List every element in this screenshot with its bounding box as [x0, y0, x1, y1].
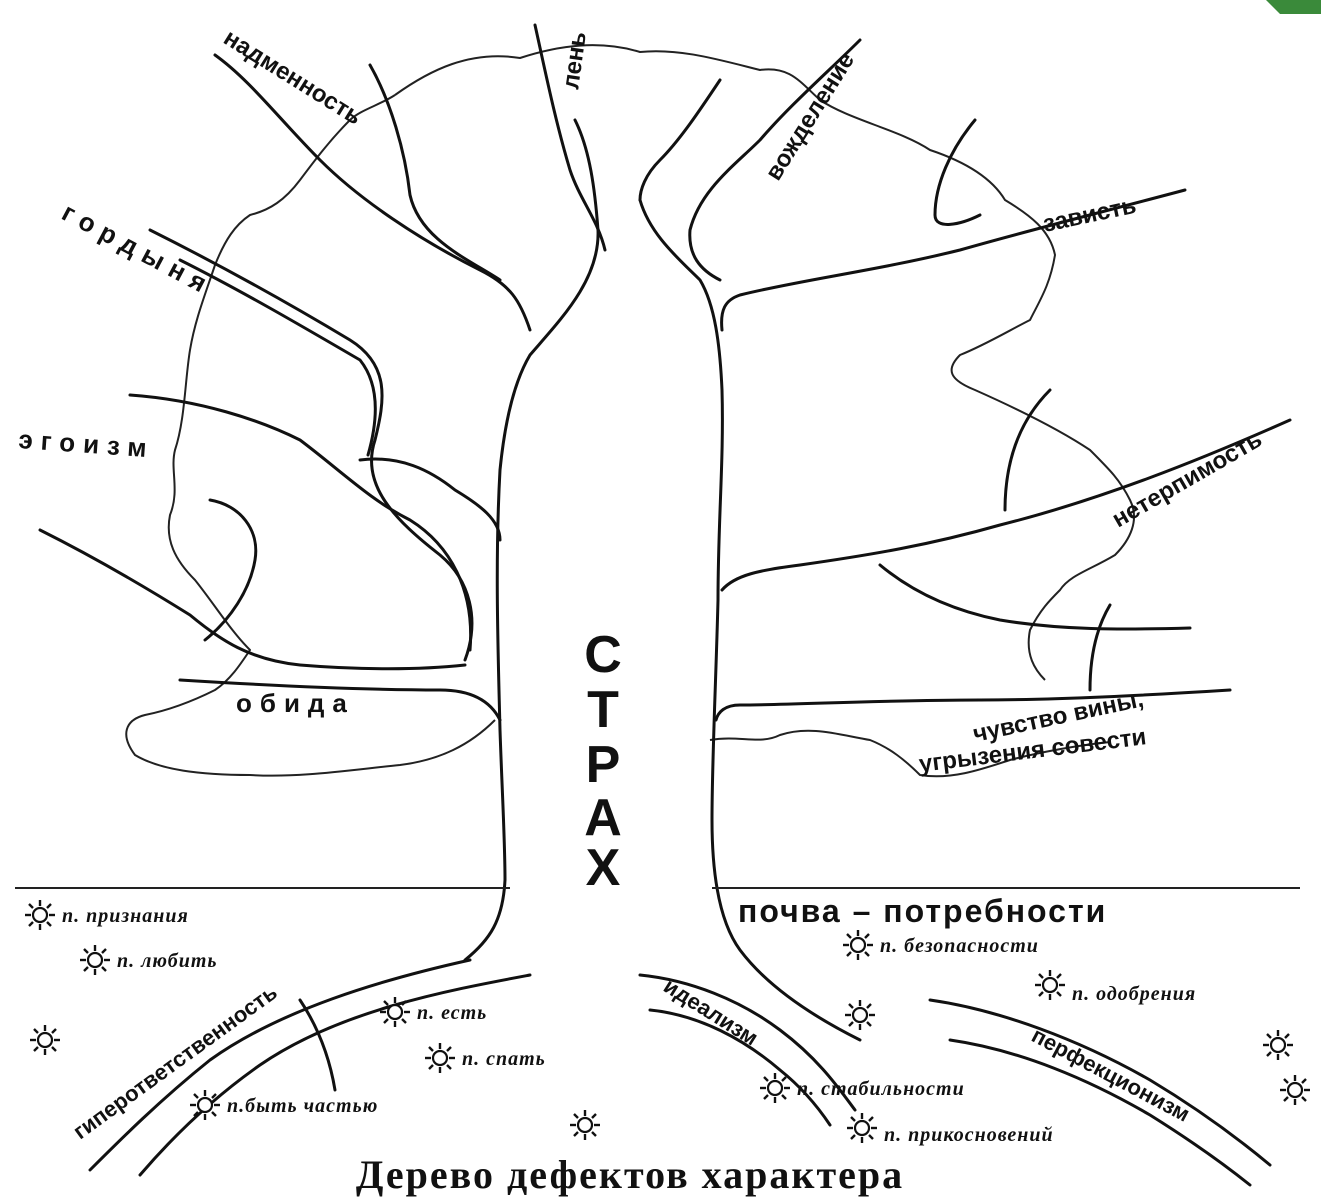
diagram-title: Дерево дефектов характера — [356, 1152, 904, 1197]
need-lyubit: п. любить — [117, 950, 218, 972]
sun-icon — [80, 945, 110, 975]
sun-icon — [425, 1043, 455, 1073]
label-hyperresponsibility: гиперответственность — [68, 979, 281, 1144]
need-bezopasnosti: п. безопасности — [880, 935, 1039, 957]
label-idealism: идеализм — [659, 973, 762, 1050]
branch-vina-fork — [1090, 605, 1110, 690]
branch-egoizm — [130, 395, 471, 650]
sun-icon — [1263, 1030, 1293, 1060]
canopy-outline-left — [126, 95, 495, 776]
sun-icon — [25, 900, 55, 930]
label-zavist: зависть — [1041, 192, 1139, 238]
label-gordynya: гордыня — [57, 197, 219, 302]
root-hyperresponsibility — [90, 960, 470, 1170]
need-prikosnoveniya: п. прикосновений — [884, 1124, 1054, 1146]
need-est: п. есть — [417, 1002, 487, 1024]
trunk-letter-t: Т — [587, 681, 619, 739]
trunk-left — [465, 120, 598, 960]
branch-egoizm-inner — [360, 459, 500, 540]
branch-zavist-fork — [935, 120, 980, 224]
branch-obida-loop — [205, 500, 256, 640]
label-egoizm: эгоизм — [18, 424, 156, 463]
sun-icon — [190, 1090, 220, 1120]
need-odobreniya: п. одобрения — [1072, 983, 1196, 1005]
sun-icon — [30, 1025, 60, 1055]
sun-icon — [847, 1113, 877, 1143]
sun-icon — [570, 1110, 600, 1140]
corner-tab — [1266, 0, 1321, 14]
label-neterpimost: нетерпимость — [1108, 426, 1267, 533]
sun-icon — [843, 930, 873, 960]
need-stabilnosti: п. стабильности — [797, 1078, 965, 1100]
soil-label: почва – потребности — [738, 893, 1107, 929]
root-left-small — [300, 1000, 335, 1090]
sun-icon — [760, 1073, 790, 1103]
branch-vozhdelenie-inner — [640, 80, 720, 200]
need-priznaniya: п. признания — [62, 905, 189, 927]
trunk-letter-r: Р — [586, 736, 621, 794]
need-spat: п. спать — [462, 1048, 546, 1070]
canopy-outline — [395, 45, 1134, 680]
branch-vina — [716, 690, 1230, 720]
label-obida: обида — [236, 688, 355, 718]
label-vozhdelenie: вожделение — [760, 48, 860, 186]
need-schastye: п.быть частью — [227, 1095, 378, 1117]
trunk-letter-kh: Х — [586, 839, 621, 897]
sun-icon — [845, 1000, 875, 1030]
sun-icon — [1035, 970, 1065, 1000]
sun-icon — [380, 997, 410, 1027]
sun-icon — [1280, 1075, 1310, 1105]
branch-obida — [40, 530, 465, 669]
label-perfectionism: перфекционизм — [1028, 1022, 1194, 1126]
trunk-letter-s: С — [584, 626, 622, 684]
label-len: лень — [557, 30, 592, 91]
